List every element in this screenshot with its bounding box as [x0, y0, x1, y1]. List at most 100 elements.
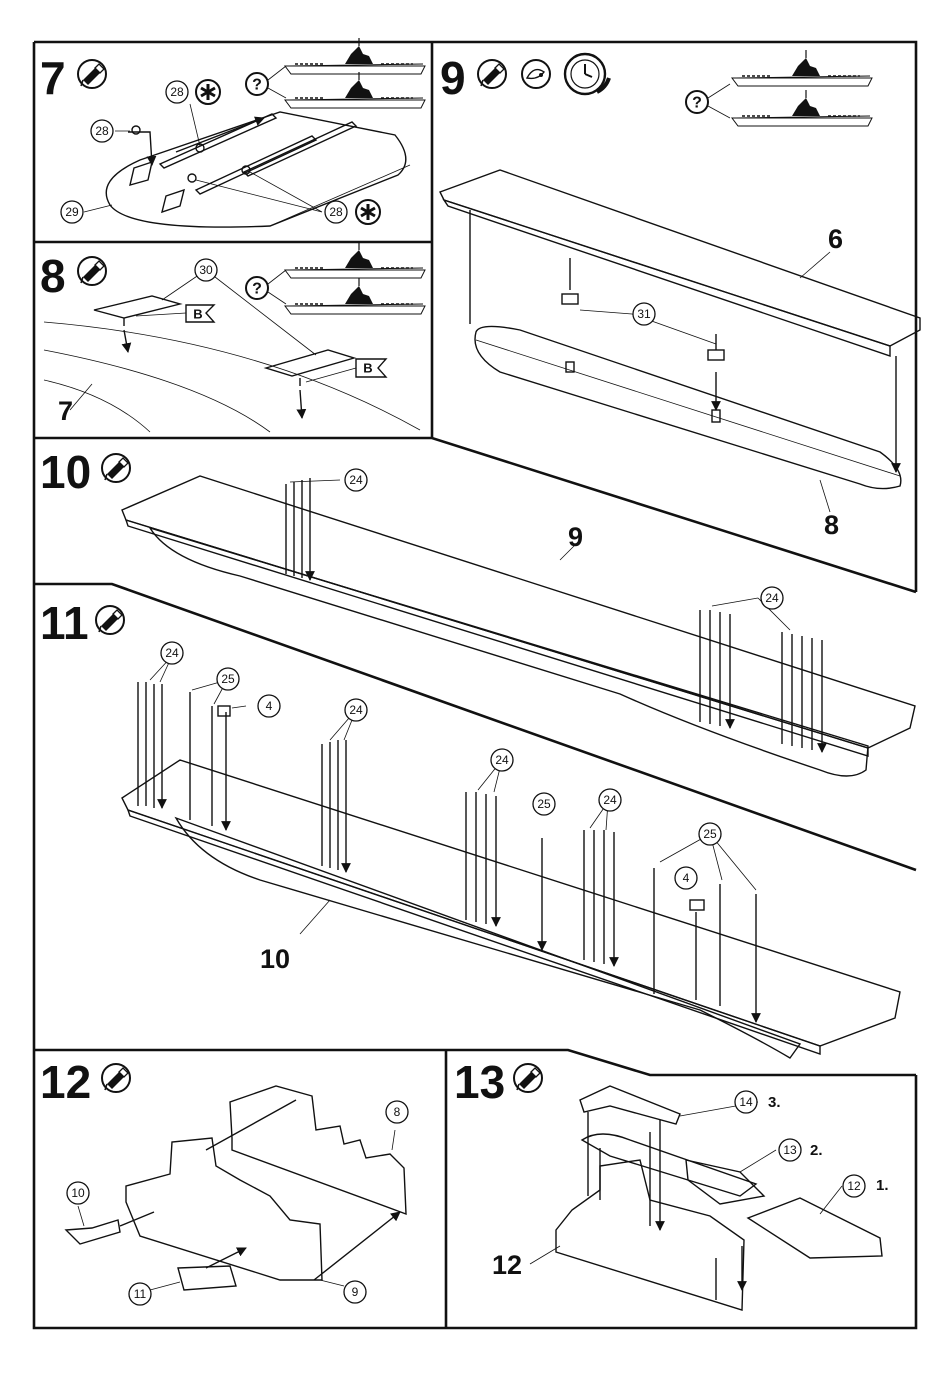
step-number: 12: [40, 1056, 91, 1108]
panel-frames: [34, 42, 916, 1328]
version-choice-step8: ?: [246, 242, 425, 314]
version-choice-step9: ?: [686, 50, 872, 126]
svg-text:24: 24: [765, 591, 779, 605]
step-9-drawing: 6 8: [440, 170, 920, 540]
paint-icon: [522, 60, 550, 88]
step-12-header: 12: [40, 1056, 130, 1108]
step-number: 7: [40, 52, 66, 104]
flag-b-label: B: [193, 307, 202, 322]
part-7-label: 7: [58, 396, 73, 426]
step-number: 8: [40, 250, 66, 302]
svg-text:8: 8: [394, 1105, 401, 1119]
part-callout: 28: [325, 201, 347, 223]
svg-text:24: 24: [349, 703, 363, 717]
svg-text:14: 14: [739, 1095, 753, 1109]
part-callout: 25: [217, 668, 239, 690]
svg-text:13: 13: [783, 1143, 797, 1157]
glue-tube-icon: [78, 257, 106, 285]
step-7-header: 7: [40, 52, 106, 104]
part-9-label: 9: [568, 522, 583, 552]
hull-assembly-10: [176, 818, 800, 1058]
step-11-header: 11: [40, 597, 124, 649]
svg-text:31: 31: [637, 307, 651, 321]
part-11-piece: [178, 1266, 236, 1290]
glue-tube-icon: [96, 606, 124, 634]
svg-text:28: 28: [95, 124, 109, 138]
assembly-order-1: 1.: [876, 1177, 889, 1194]
drying-time-clock-icon: [565, 54, 609, 94]
part-8-label: 8: [824, 510, 839, 540]
svg-text:25: 25: [537, 797, 551, 811]
step-number: 13: [454, 1056, 505, 1108]
part-callout: 8: [386, 1101, 408, 1123]
glue-tube-icon: [478, 60, 506, 88]
svg-text:?: ?: [692, 95, 702, 112]
flight-deck-part-6: [440, 170, 920, 346]
assembly-order-2: 2.: [810, 1142, 823, 1159]
svg-text:28: 28: [170, 85, 184, 99]
part-callout: 24: [761, 587, 783, 609]
part-callout: 9: [344, 1281, 366, 1303]
svg-text:?: ?: [252, 281, 262, 298]
part-callout: 12: [843, 1175, 865, 1197]
part-callout: 4: [258, 695, 280, 717]
assembly-order-3: 3.: [768, 1094, 781, 1111]
hull-part-8: [475, 326, 901, 488]
step-11-drawing: 10: [122, 656, 900, 1058]
step-9-header: 9: [440, 52, 609, 104]
step-number: 10: [40, 446, 91, 498]
flight-deck-assembly: [122, 476, 915, 748]
svg-text:30: 30: [199, 263, 213, 277]
part-callout: 28: [91, 120, 113, 142]
optional-part-asterisk-icon: [196, 80, 220, 104]
step-number: 9: [440, 52, 466, 104]
svg-text:4: 4: [683, 871, 690, 885]
gun-barrel: [244, 122, 356, 176]
part-10-piece: [66, 1220, 120, 1244]
flight-deck-assembly: [122, 760, 900, 1046]
step-number: 11: [40, 597, 89, 649]
svg-text:24: 24: [603, 793, 617, 807]
svg-text:29: 29: [65, 205, 79, 219]
step-10-header: 10: [40, 446, 130, 498]
svg-text:10: 10: [71, 1186, 85, 1200]
hull-assembly-9: [150, 528, 868, 776]
part-callout: 25: [699, 823, 721, 845]
part-callouts: 28 28 29 28 30 31 24 24 24 25 4 24 24 25…: [61, 80, 865, 1305]
svg-text:9: 9: [352, 1285, 359, 1299]
glue-tube-icon: [514, 1064, 542, 1092]
part-callout: 29: [61, 201, 83, 223]
svg-text:?: ?: [252, 77, 262, 94]
optional-part-asterisk-icon: [356, 200, 380, 224]
part-callout: 24: [161, 642, 183, 664]
part-callout: 4: [675, 867, 697, 889]
part-8-panel: [230, 1086, 406, 1214]
step-8-header: 8: [40, 250, 106, 302]
part-callout: 13: [779, 1139, 801, 1161]
gun-barrel: [160, 114, 276, 168]
part-callout: 24: [345, 699, 367, 721]
part-callout: 28: [166, 81, 188, 103]
part-callout: 24: [491, 749, 513, 771]
svg-text:4: 4: [266, 699, 273, 713]
flag-b-label: B: [363, 361, 372, 376]
step-10-drawing: 9: [122, 476, 915, 776]
part-10-label: 10: [260, 944, 290, 974]
part-12-label: 12: [492, 1250, 522, 1280]
svg-text:28: 28: [329, 205, 343, 219]
step-13-drawing: 12 3. 2. 1.: [492, 1086, 889, 1310]
svg-text:25: 25: [221, 672, 235, 686]
svg-text:25: 25: [703, 827, 717, 841]
svg-text:24: 24: [165, 646, 179, 660]
part-callout: 11: [129, 1283, 151, 1305]
gun-barrel: [196, 136, 316, 194]
glue-tube-icon: [102, 1064, 130, 1092]
version-choice-step7: ?: [246, 38, 425, 108]
part-callout: 31: [633, 303, 655, 325]
part-callout: 10: [67, 1182, 89, 1204]
svg-text:11: 11: [134, 1287, 147, 1301]
part-14-piece: [580, 1086, 680, 1124]
part-callout: 25: [533, 793, 555, 815]
glue-tube-icon: [102, 454, 130, 482]
